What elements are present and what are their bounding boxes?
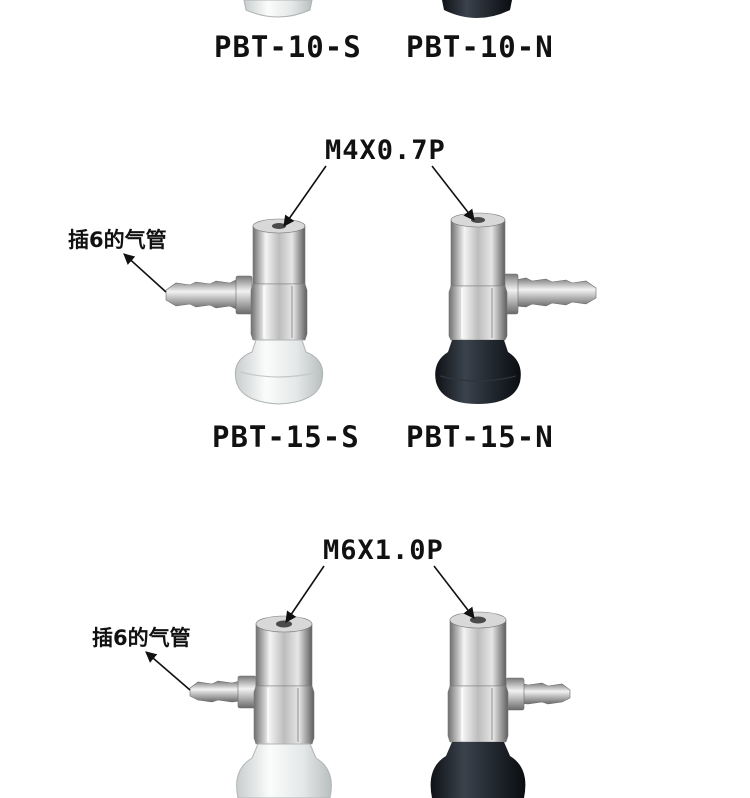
model-label-pbt-15-n: PBT-15-N bbox=[406, 420, 554, 454]
cup-clear-top-partial bbox=[243, 0, 313, 18]
fitting-row3-clear bbox=[189, 615, 332, 798]
fitting-row3-black bbox=[430, 611, 571, 798]
hose-arrow bbox=[123, 253, 167, 293]
thread-spec-label-2: M6X1.0P bbox=[323, 535, 444, 566]
model-label-pbt-10-s: PBT-10-S bbox=[214, 30, 362, 64]
model-label-pbt-10-n: PBT-10-N bbox=[406, 30, 554, 64]
fitting-pbt-15-s bbox=[165, 218, 324, 405]
hose-note-label: 插6的气管 bbox=[68, 228, 167, 252]
thread-spec-label: M4X0.7P bbox=[325, 135, 446, 166]
cup-black-top-partial bbox=[442, 0, 512, 18]
hose-arrow-2 bbox=[145, 651, 191, 691]
thread-arrow-left bbox=[283, 165, 327, 227]
model-label-pbt-15-s: PBT-15-S bbox=[212, 420, 360, 454]
hose-note-label-2: 插6的气管 bbox=[92, 626, 191, 650]
thread-arrow-right-2 bbox=[433, 565, 475, 619]
thread-arrow-right bbox=[431, 165, 475, 221]
thread-arrow-left-2 bbox=[285, 565, 325, 623]
fitting-pbt-15-n bbox=[435, 212, 597, 404]
